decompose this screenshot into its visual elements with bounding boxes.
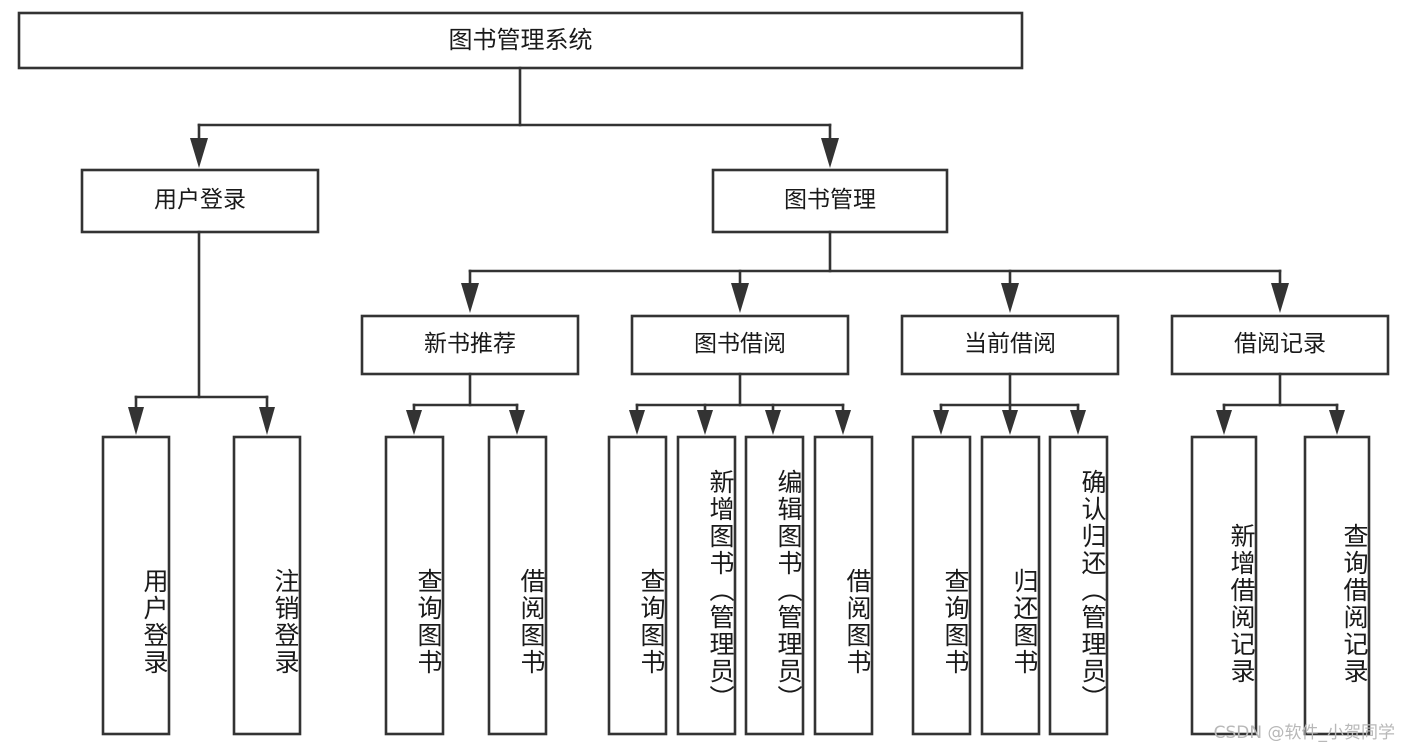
node-box-leaf-cb-confirm[interactable] bbox=[1048, 435, 1109, 736]
csdn-watermark: CSDN @软件_小贺同学 bbox=[1213, 723, 1395, 743]
node-box-current-borrow[interactable] bbox=[900, 314, 1120, 376]
node-box-borrow-record[interactable] bbox=[1170, 314, 1390, 376]
arrowhead-borrow-record bbox=[1271, 283, 1289, 313]
node-box-leaf-nb-borrow[interactable] bbox=[487, 435, 548, 736]
arrowhead-current-borrow bbox=[1001, 283, 1019, 313]
node-box-new-book[interactable] bbox=[360, 314, 580, 376]
arrowhead-nb-leaf-2 bbox=[509, 410, 525, 435]
arrowhead-cb-leaf-2 bbox=[1002, 410, 1018, 435]
arrowhead-bb-leaf-3 bbox=[765, 410, 781, 435]
node-box-leaf-br-query[interactable] bbox=[1303, 435, 1371, 736]
node-box-leaf-bb-add[interactable] bbox=[676, 435, 737, 736]
node-box-leaf-bb-borrow[interactable] bbox=[813, 435, 874, 736]
node-box-leaf-user-login[interactable] bbox=[101, 435, 171, 736]
node-box-leaf-br-add[interactable] bbox=[1190, 435, 1258, 736]
arrowhead-book-manage bbox=[821, 138, 839, 168]
arrowhead-cb-leaf-3 bbox=[1070, 410, 1086, 435]
arrowhead-br-leaf-1 bbox=[1216, 410, 1232, 435]
node-box-leaf-cb-return[interactable] bbox=[980, 435, 1041, 736]
arrowhead-nb-leaf-1 bbox=[406, 410, 422, 435]
node-box-root[interactable] bbox=[17, 11, 1024, 70]
node-box-user-login[interactable] bbox=[80, 168, 320, 234]
node-box-book-borrow[interactable] bbox=[630, 314, 850, 376]
node-box-leaf-bb-query[interactable] bbox=[607, 435, 668, 736]
node-box-leaf-bb-edit[interactable] bbox=[744, 435, 805, 736]
arrowhead-br-leaf-2 bbox=[1329, 410, 1345, 435]
arrowhead-user-login bbox=[190, 138, 208, 168]
arrowhead-leaf-logout bbox=[259, 407, 275, 435]
node-box-leaf-cb-query[interactable] bbox=[911, 435, 972, 736]
node-box-leaf-logout[interactable] bbox=[232, 435, 302, 736]
arrowhead-bb-leaf-2 bbox=[697, 410, 713, 435]
arrowhead-bb-leaf-1 bbox=[629, 410, 645, 435]
node-box-book-manage[interactable] bbox=[711, 168, 949, 234]
arrowhead-new-book bbox=[461, 283, 479, 313]
arrowhead-book-borrow bbox=[731, 283, 749, 313]
arrowhead-bb-leaf-4 bbox=[835, 410, 851, 435]
arrowhead-cb-leaf-1 bbox=[933, 410, 949, 435]
arrowhead-leaf-user-login bbox=[128, 407, 144, 435]
node-box-leaf-nb-query[interactable] bbox=[384, 435, 445, 736]
